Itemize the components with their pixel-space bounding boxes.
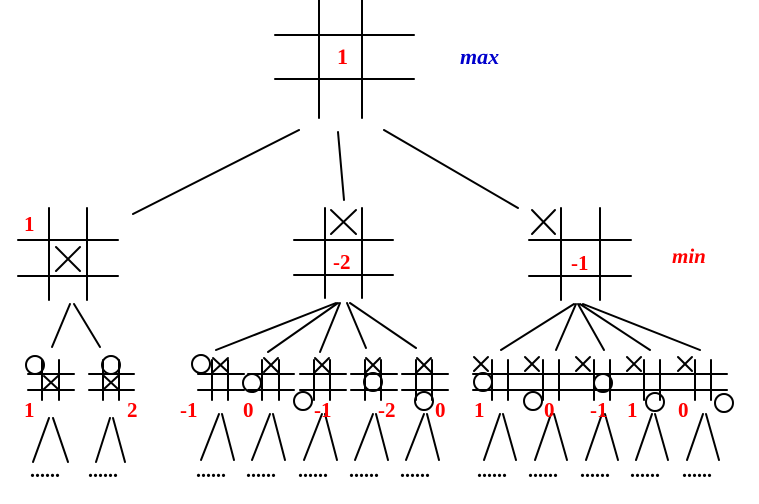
root-value: 1: [337, 44, 348, 69]
left-value: 1: [24, 212, 35, 236]
leaf-value: 2: [127, 398, 138, 422]
leaf-board-4: [242, 357, 295, 401]
leaf-value: 0: [678, 398, 689, 422]
leaf-value: 1: [24, 398, 35, 422]
leaf-value: 1: [474, 398, 485, 422]
ellipsis: ......: [196, 460, 226, 482]
leaf-board-6: [350, 357, 398, 401]
ellipsis: ......: [298, 460, 328, 482]
ellipsis: ......: [400, 460, 430, 482]
ellipsis: ......: [246, 460, 276, 482]
leaf-board-10: [574, 356, 626, 401]
leaf-board-8: [472, 356, 525, 401]
root-board: [274, 0, 415, 119]
leaf-board-9: [523, 356, 576, 411]
leaf-value: -1: [314, 398, 332, 422]
ellipsis: ......: [349, 460, 379, 482]
continuation-wedges: [32, 413, 720, 463]
leaf-value: -2: [378, 398, 396, 422]
leaf-board-7: [401, 357, 449, 411]
leaf-board-1: [25, 355, 75, 401]
leaf-board-5: [293, 357, 347, 411]
level1-edges: [51, 302, 701, 353]
ellipsis: ......: [630, 460, 660, 482]
ellipsis: ......: [477, 460, 507, 482]
board-right: [528, 207, 632, 301]
ellipsis: ......: [682, 460, 712, 482]
leaf-value: 0: [435, 398, 446, 422]
ellipsis: ......: [528, 460, 558, 482]
ellipsis: ......: [88, 460, 118, 482]
leaf-board-12: [675, 356, 734, 413]
leaf-board-11: [624, 356, 677, 412]
root-edges: [132, 129, 519, 215]
leaf-board-3: [191, 354, 245, 401]
leaf-value: -1: [590, 398, 608, 422]
leaf-value: 1: [627, 398, 638, 422]
ellipsis: ......: [30, 460, 60, 482]
leaf-value: -1: [180, 398, 198, 422]
leaf-value: 0: [544, 398, 555, 422]
leaf-board-2: [88, 355, 135, 401]
max-label: max: [460, 44, 499, 69]
right-value: -1: [571, 251, 589, 275]
middle-value: -2: [333, 250, 351, 274]
min-label: min: [672, 244, 706, 268]
leaf-value: 0: [243, 398, 254, 422]
board-left: [17, 207, 119, 301]
board-middle: [293, 207, 394, 299]
ellipsis: ......: [580, 460, 610, 482]
